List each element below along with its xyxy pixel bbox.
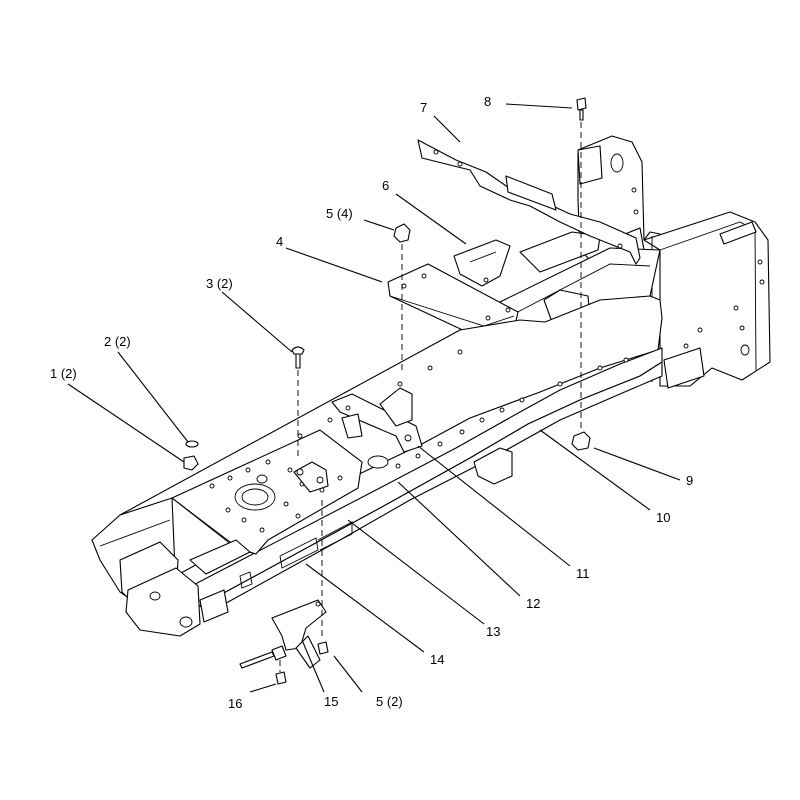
fasteners	[183, 97, 591, 685]
assembly-lines	[279, 122, 582, 672]
part-16-pin	[239, 645, 287, 669]
callout-3: 3 (2)	[206, 276, 233, 291]
callout-7: 7	[420, 100, 427, 115]
callout-labels: 1 (2) 2 (2) 3 (2) 4 5 (4) 5 (2) 6 7 8 9 …	[50, 94, 693, 711]
part-10-main-frame	[91, 295, 663, 637]
part-9-side-bracket	[473, 447, 513, 485]
part-7-bar	[417, 139, 641, 265]
callout-16: 16	[228, 696, 242, 711]
part-11-pivot	[331, 387, 423, 453]
callout-13: 13	[486, 624, 500, 639]
callout-8: 8	[484, 94, 491, 109]
callout-5-top: 5 (4)	[326, 206, 353, 221]
leader-lines	[67, 103, 681, 693]
callout-15: 15	[324, 694, 338, 709]
callout-11: 11	[576, 566, 590, 581]
callout-9: 9	[686, 473, 693, 488]
callout-4: 4	[276, 234, 283, 249]
callout-1: 1 (2)	[50, 366, 77, 381]
part-15-lower-bracket	[271, 599, 327, 669]
part-6-bracket	[453, 239, 511, 287]
callout-12: 12	[526, 596, 540, 611]
part-12-bushing	[367, 455, 389, 469]
callout-5-bottom: 5 (2)	[376, 694, 403, 709]
callout-6: 6	[382, 178, 389, 193]
callout-2: 2 (2)	[104, 334, 131, 349]
callout-10: 10	[656, 510, 670, 525]
callout-14: 14	[430, 652, 444, 667]
part-13-latch	[293, 461, 329, 493]
